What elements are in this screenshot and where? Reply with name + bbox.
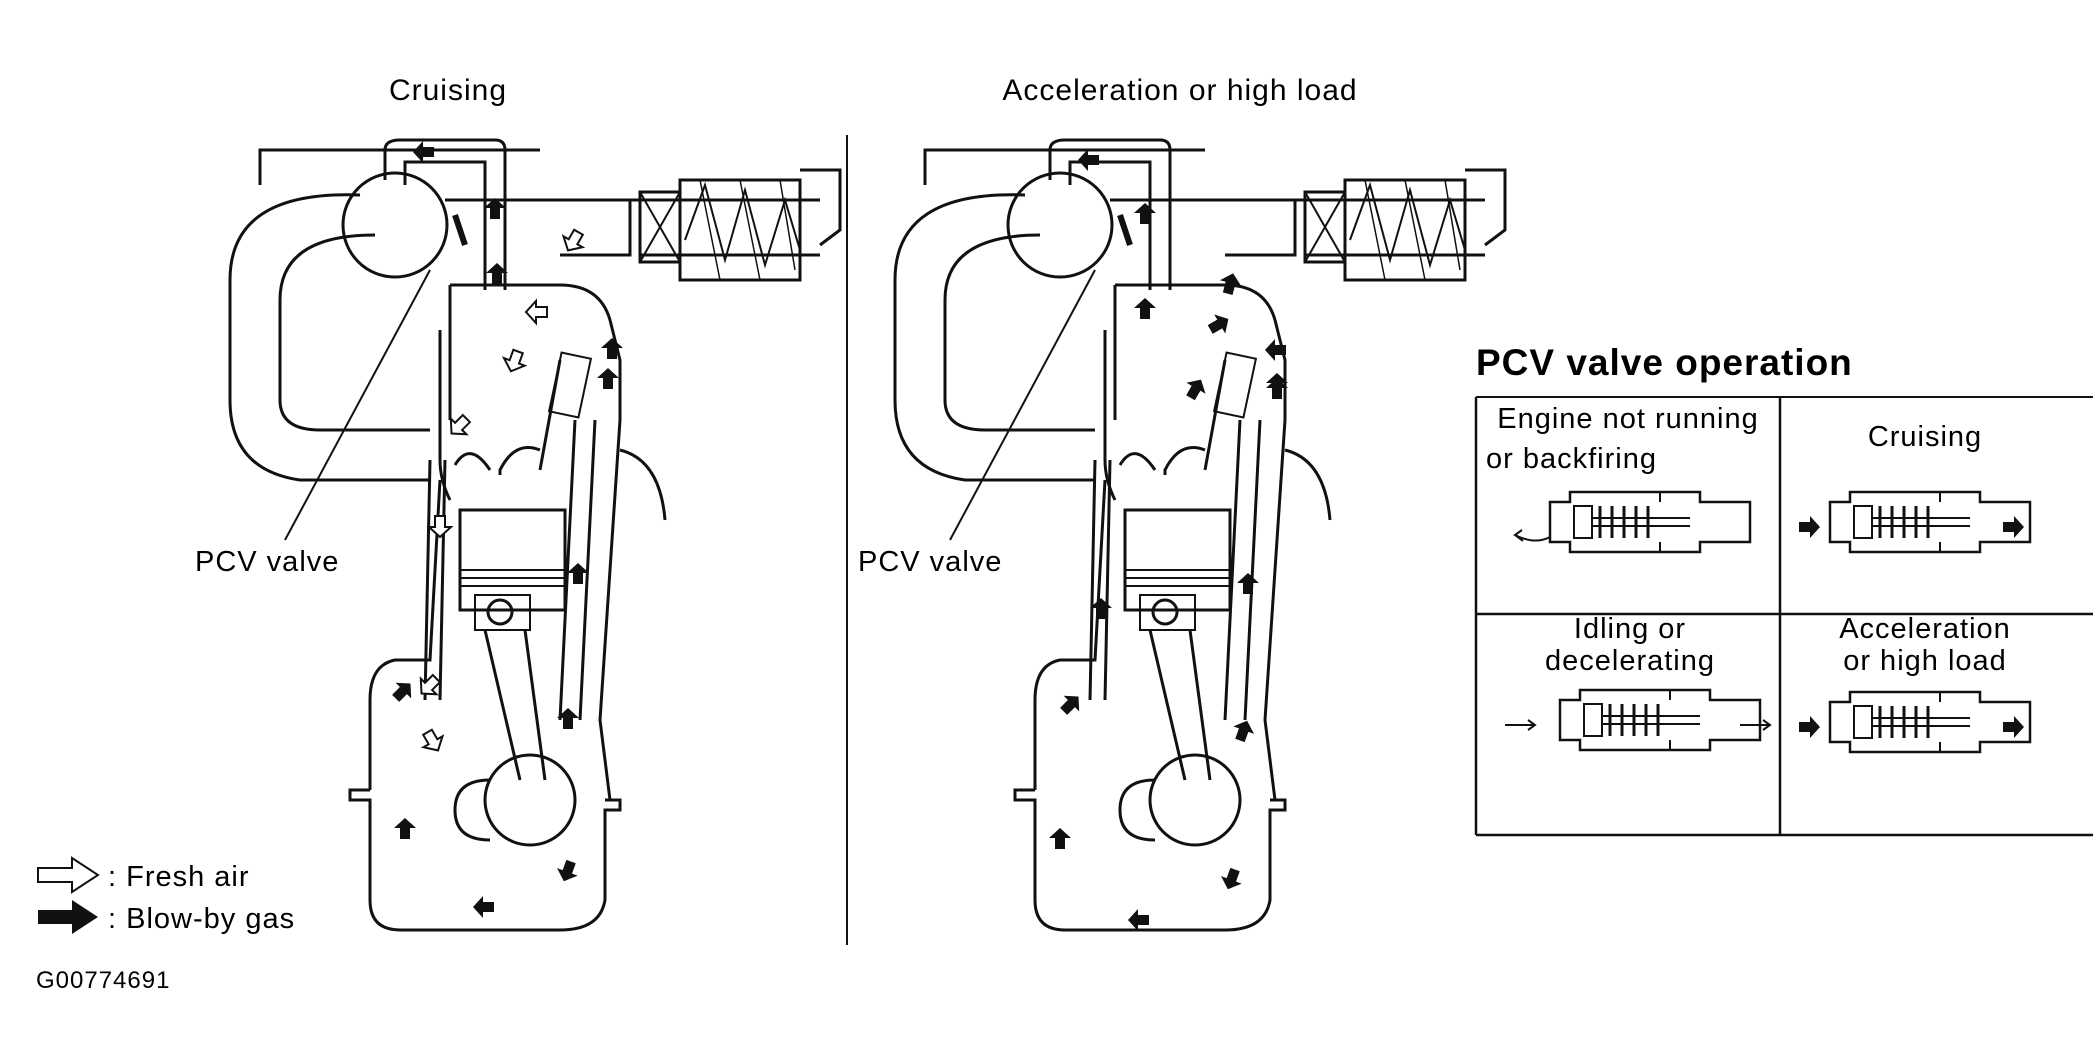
cell-3-label-line1: Idling or bbox=[1574, 613, 1686, 645]
pcv-valve-label-left: PCV valve bbox=[195, 546, 339, 578]
idle-in-arrow-icon bbox=[1505, 719, 1537, 731]
valve-not-running bbox=[1548, 490, 1752, 554]
accel-out-arrow-icon bbox=[2003, 716, 2024, 738]
cell-4-label-line1: Acceleration bbox=[1839, 613, 2011, 645]
accel-title: Acceleration or high load bbox=[1002, 74, 1357, 107]
pcv-valve-label-right: PCV valve bbox=[858, 546, 1002, 578]
cruise-in-arrow-icon bbox=[1799, 516, 1820, 538]
valve-cruising bbox=[1828, 490, 2032, 554]
cell-2-label: Cruising bbox=[1868, 421, 1982, 453]
accel-in-arrow-icon bbox=[1799, 716, 1820, 738]
cell-3-label-line2: decelerating bbox=[1545, 645, 1715, 677]
pcv-operation-table: Engine not running or backfiring Cruisin… bbox=[1474, 396, 2093, 837]
cruise-out-arrow-icon bbox=[2003, 516, 2024, 538]
cell-4-label-line2: or high load bbox=[1843, 645, 2007, 677]
blow-by-icon bbox=[38, 900, 98, 934]
legend-blow-by: : Blow-by gas bbox=[108, 903, 295, 935]
legend-fresh-air: : Fresh air bbox=[108, 861, 250, 893]
pcv-operation-title: PCV valve operation bbox=[1476, 342, 1853, 383]
backfire-arrow-icon bbox=[1513, 529, 1551, 542]
figure-code: G00774691 bbox=[36, 967, 170, 994]
valve-acceleration bbox=[1828, 690, 2032, 754]
valve-idling bbox=[1558, 688, 1762, 752]
fresh-air-icon bbox=[37, 856, 100, 894]
engine-cruising bbox=[230, 140, 840, 930]
cell-1-label-line1: Engine not running bbox=[1497, 403, 1758, 435]
cell-1-label-line2: or backfiring bbox=[1486, 443, 1657, 475]
idle-out-arrow-icon bbox=[1740, 719, 1772, 731]
cruising-title: Cruising bbox=[389, 74, 507, 107]
legend: : Fresh air : Blow-by gas bbox=[37, 856, 295, 935]
engine-acceleration bbox=[895, 140, 1505, 931]
